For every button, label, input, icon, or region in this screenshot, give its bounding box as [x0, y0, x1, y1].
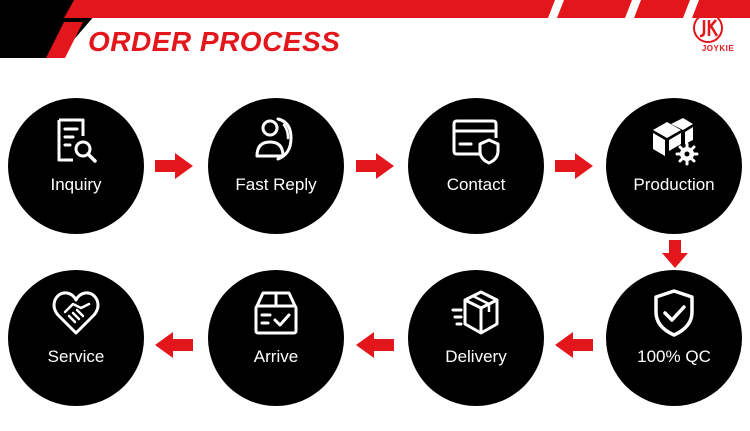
- step-label: Fast Reply: [235, 175, 317, 194]
- step-fast-reply: Fast Reply: [208, 98, 344, 234]
- step-label: 100% QC: [637, 347, 711, 366]
- arrow-left-icon: [356, 332, 394, 358]
- step-label: Contact: [446, 175, 506, 194]
- step-label: Delivery: [445, 347, 507, 366]
- card-shield-icon: [452, 119, 500, 165]
- brand-name: JOYKIE: [701, 44, 735, 53]
- step-qc: 100% QC: [606, 270, 742, 406]
- step-production: Production: [606, 98, 742, 234]
- shield-check-icon: [654, 289, 694, 337]
- step-delivery: Delivery: [408, 270, 544, 406]
- step-label: Arrive: [253, 347, 299, 366]
- step-service: Service: [8, 270, 144, 406]
- header-stripes: [0, 0, 750, 58]
- arrow-left-icon: [555, 332, 593, 358]
- header-banner: ORDER PROCESS JOYKIE: [0, 0, 750, 70]
- page-title: ORDER PROCESS: [88, 26, 341, 57]
- brand-logo: JOYKIE: [690, 12, 746, 58]
- arrow-right-icon: [356, 153, 394, 179]
- arrow-right-icon: [155, 153, 193, 179]
- step-inquiry: Inquiry: [8, 98, 144, 234]
- brand-mark-icon: [693, 13, 723, 43]
- package-check-icon: [254, 291, 298, 335]
- document-search-icon: [57, 118, 97, 163]
- arrow-right-icon: [555, 153, 593, 179]
- step-arrive: Arrive: [208, 270, 344, 406]
- arrow-left-icon: [155, 332, 193, 358]
- step-label: Inquiry: [50, 175, 102, 194]
- step-contact: Contact: [408, 98, 544, 234]
- customer-service-icon: [255, 117, 293, 161]
- heart-handshake-icon: [52, 291, 100, 335]
- fast-box-icon: [451, 290, 499, 335]
- boxes-gear-icon: [653, 118, 699, 166]
- arrow-down-icon: [662, 240, 688, 268]
- step-label: Service: [47, 347, 105, 366]
- step-label: Production: [633, 175, 715, 194]
